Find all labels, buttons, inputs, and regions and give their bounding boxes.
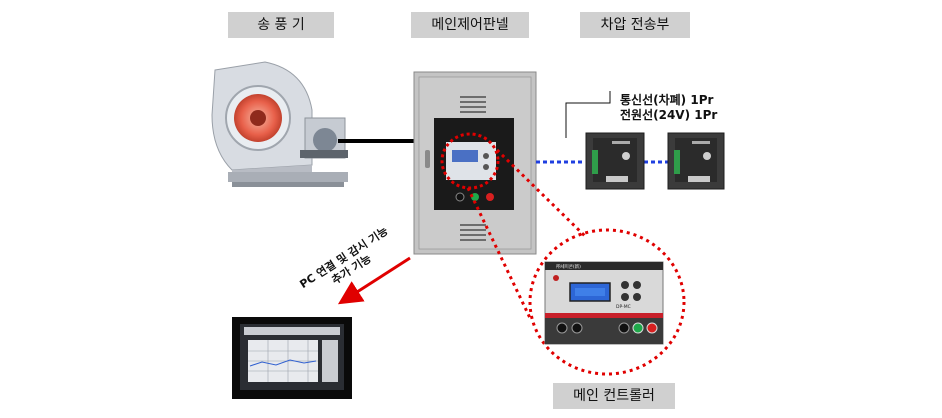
controller-brand-text: ㈜세미콘(新): [556, 263, 581, 270]
highlight-circle-small: [440, 132, 500, 190]
controller-zoom-image: ㈜세미콘(新) DP-MC: [544, 261, 664, 345]
blower-label: 송 풍 기: [228, 12, 334, 38]
zoom-line-bottom: [466, 187, 532, 319]
transmitter-1-image: [585, 132, 645, 190]
pc-arrow: [337, 256, 411, 305]
pc-monitor-image: [232, 317, 352, 399]
cable-note-bracket: [565, 91, 611, 138]
cable-note-comm: 통신선(차폐) 1Pr: [620, 93, 714, 107]
highlight-circle-large: [528, 228, 686, 376]
panel-label: 메인제어판넬: [411, 12, 529, 38]
blower-image: [211, 61, 348, 187]
controller-label: 메인 컨트롤러: [553, 383, 675, 409]
cable-note-power: 전원선(24V) 1Pr: [620, 108, 718, 122]
main-panel-image: [413, 71, 537, 255]
transmitter-2-image: [667, 132, 725, 190]
transmitter-label: 차압 전송부: [580, 12, 690, 38]
controller-model-text: DP-MC: [616, 304, 631, 310]
